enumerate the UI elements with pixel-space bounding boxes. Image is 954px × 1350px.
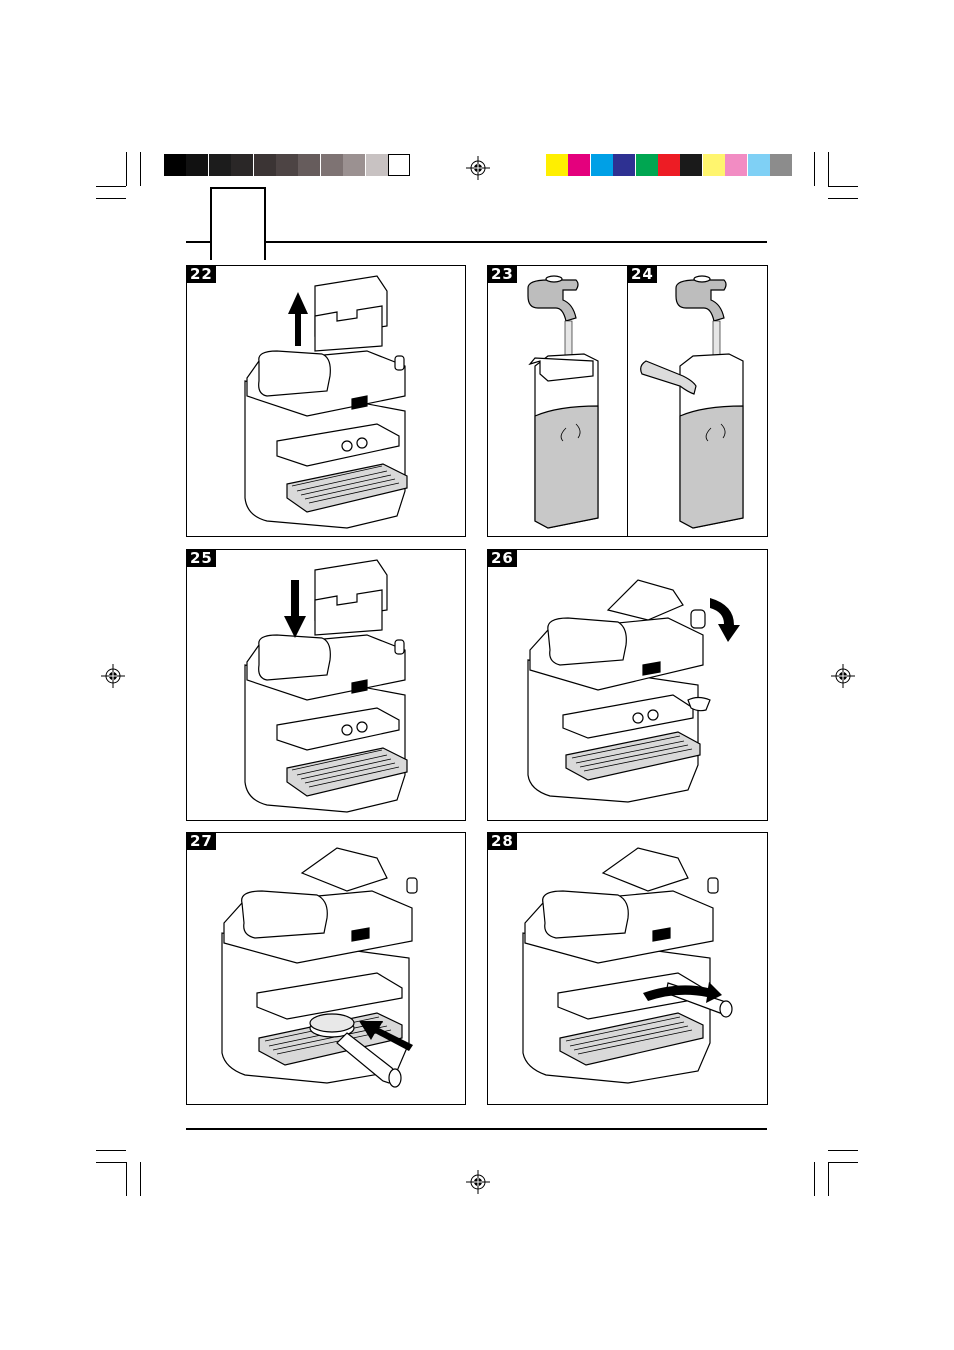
- gray-swatch: [298, 154, 320, 176]
- espresso-machine-illustration: [187, 833, 467, 1106]
- step-label: 22: [187, 266, 216, 283]
- espresso-machine-illustration: [187, 266, 467, 538]
- step-25-panel: 25: [186, 549, 466, 821]
- gray-swatch: [254, 154, 276, 176]
- crop-mark-top-left-h: [96, 186, 126, 187]
- up-arrow-icon: [288, 292, 308, 346]
- language-tab-box: [210, 187, 266, 260]
- crop-mark-top-left-v: [126, 152, 127, 186]
- registration-mark-bottom-icon: [466, 1170, 490, 1194]
- step-label: 28: [488, 833, 517, 850]
- color-swatch: [591, 154, 613, 176]
- gray-swatch: [343, 154, 365, 176]
- color-swatch: [725, 154, 747, 176]
- down-arrow-icon: [284, 580, 306, 638]
- step-label: 26: [488, 550, 517, 567]
- crop-mark-bottom-right-v: [814, 1162, 815, 1196]
- crop-mark-top-right-v2: [828, 152, 829, 186]
- crop-mark-bottom-left-v: [126, 1162, 127, 1196]
- step-label: 23: [488, 266, 517, 283]
- gray-swatch: [209, 154, 231, 176]
- step-23-panel: 23: [487, 265, 628, 537]
- gray-swatch: [186, 154, 208, 176]
- crop-mark-bottom-left-h: [96, 1150, 126, 1151]
- step-28-panel: 28: [487, 832, 768, 1105]
- crop-mark-top-right-h2: [828, 198, 858, 199]
- registration-mark-top-icon: [466, 156, 490, 180]
- step-label: 25: [187, 550, 216, 567]
- color-swatch: [680, 154, 702, 176]
- espresso-machine-illustration: [488, 833, 769, 1106]
- crop-mark-bottom-left-v2: [140, 1162, 141, 1196]
- crop-mark-top-left-h2: [96, 198, 126, 199]
- header-rule: [186, 241, 767, 243]
- step-26-panel: 26: [487, 549, 768, 821]
- gray-swatch: [164, 154, 186, 176]
- registration-mark-left-icon: [101, 664, 125, 688]
- color-swatch: [770, 154, 792, 176]
- espresso-machine-illustration: [488, 550, 769, 822]
- bottle-filling-illustration: [628, 266, 769, 538]
- color-swatch: [748, 154, 770, 176]
- rotate-arrow-icon: [710, 598, 740, 642]
- crop-mark-top-right-v: [814, 152, 815, 186]
- step-label: 27: [187, 833, 216, 850]
- crop-mark-bottom-left-h2: [96, 1162, 126, 1163]
- gray-swatch: [231, 154, 253, 176]
- crop-mark-top-right-h: [828, 186, 858, 187]
- tap-filling-illustration: [488, 266, 629, 538]
- footer-rule: [186, 1128, 767, 1130]
- espresso-machine-illustration: [187, 550, 467, 822]
- color-swatch: [703, 154, 725, 176]
- crop-mark-top-left-v2: [140, 152, 141, 186]
- registration-mark-right-icon: [831, 664, 855, 688]
- crop-mark-bottom-right-h: [828, 1150, 858, 1151]
- gray-swatch: [388, 154, 410, 176]
- color-swatch: [546, 154, 568, 176]
- color-swatch: [613, 154, 635, 176]
- step-22-panel: 22: [186, 265, 466, 537]
- color-swatch: [658, 154, 680, 176]
- crop-mark-bottom-right-v2: [828, 1162, 829, 1196]
- color-swatch: [568, 154, 590, 176]
- gray-swatch: [321, 154, 343, 176]
- gray-swatch: [366, 154, 388, 176]
- step-label: 24: [628, 266, 657, 283]
- color-swatch: [636, 154, 658, 176]
- step-24-panel: 24: [627, 265, 768, 537]
- step-27-panel: 27: [186, 832, 466, 1105]
- crop-mark-bottom-right-h2: [828, 1162, 858, 1163]
- gray-swatch: [276, 154, 298, 176]
